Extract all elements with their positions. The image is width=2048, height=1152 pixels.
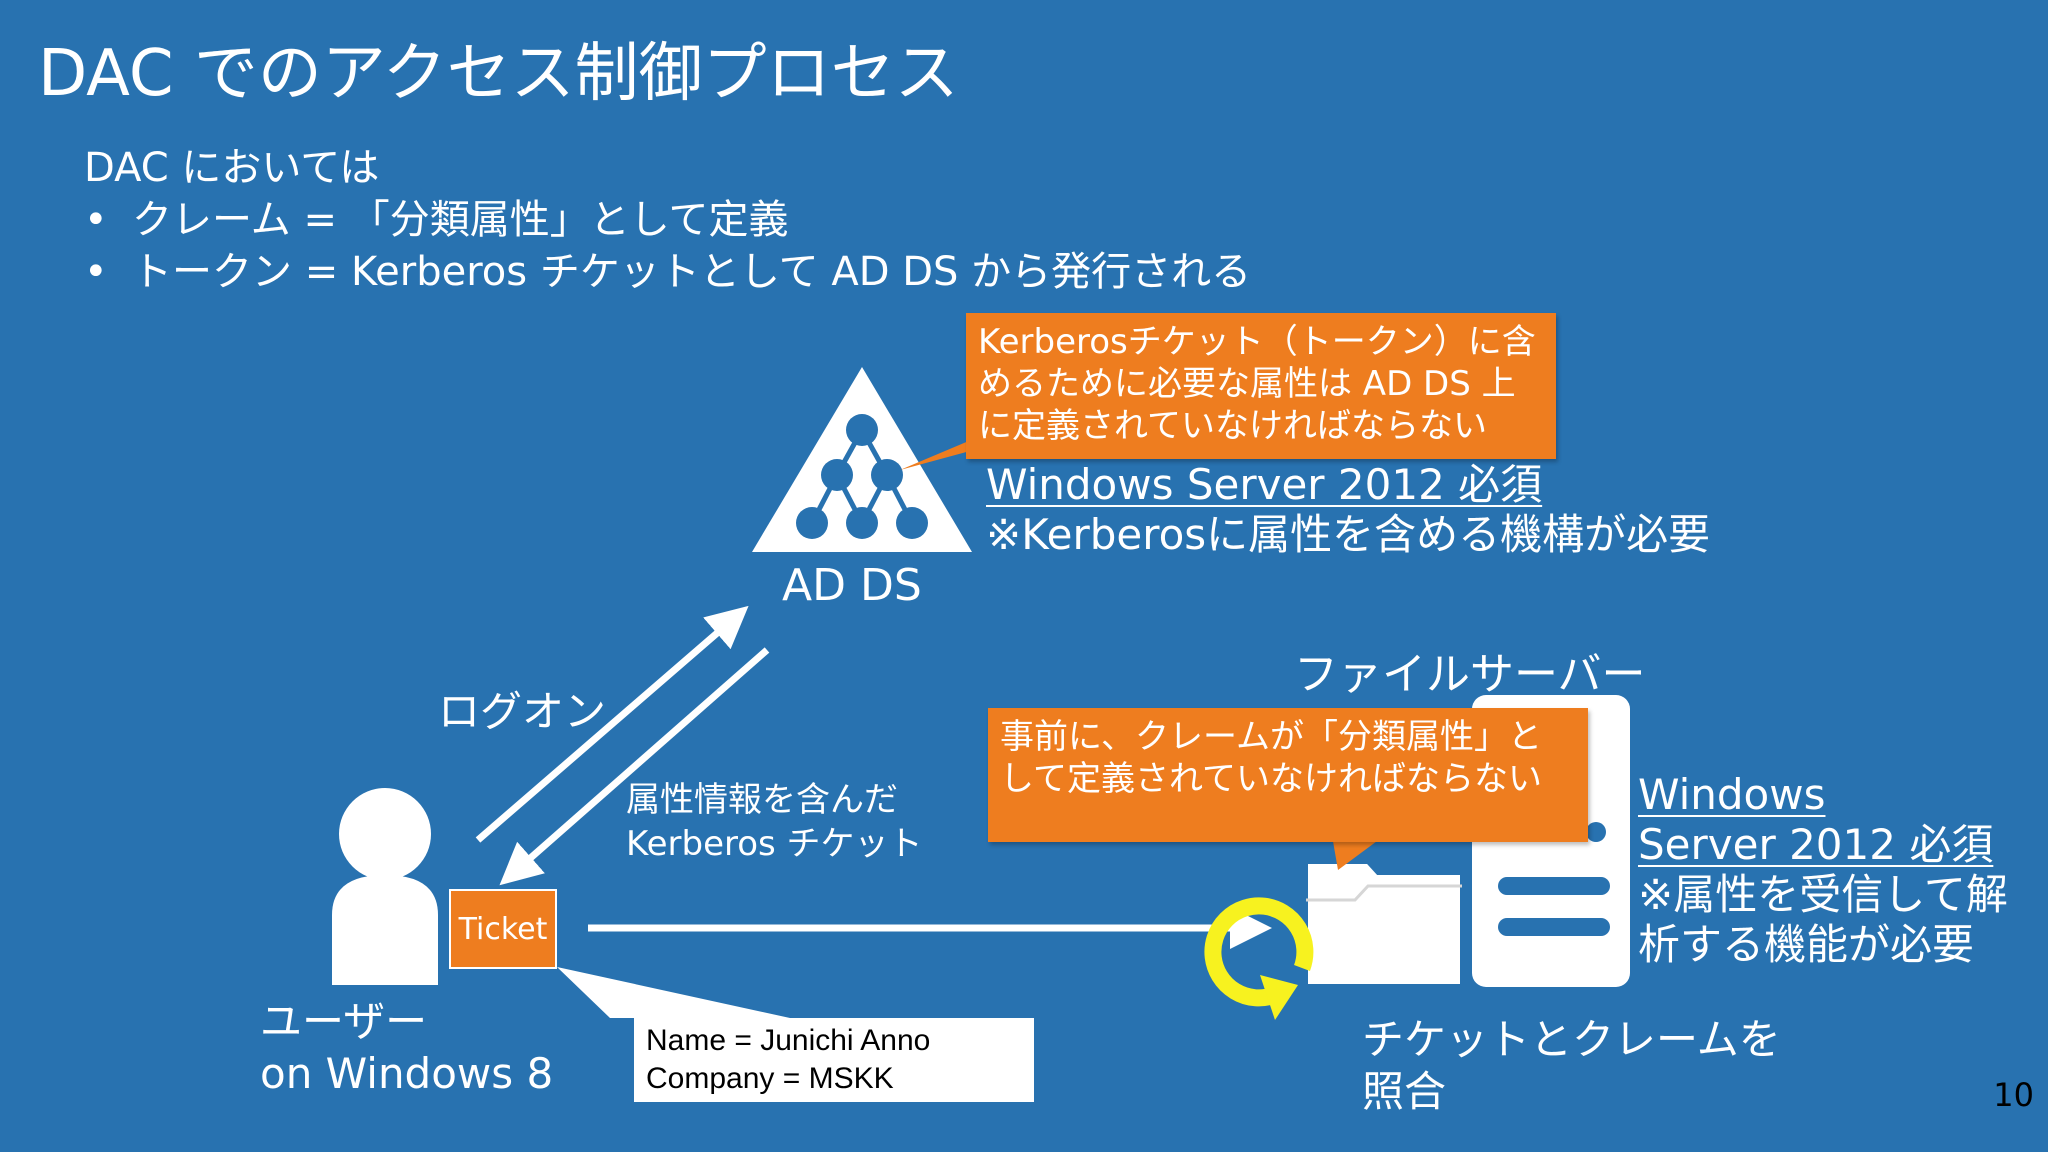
logon-label: ログオン xyxy=(438,687,607,736)
claims-box: Name = Junichi Anno Company = MSKK xyxy=(634,1018,1034,1102)
folder-icon xyxy=(1304,860,1464,988)
ticket-return-arrow xyxy=(499,647,770,886)
adds-label: AD DS xyxy=(782,560,922,611)
bullet-text: クレーム = 「分類属性」として定義 xyxy=(132,197,789,243)
callout-line: めるために必要な属性は AD DS 上 xyxy=(978,364,1516,404)
fileserver-detail-line2: 析する機能が必要 xyxy=(1638,920,1975,969)
adds-mechanism-note: ※Kerberosに属性を含める機構が必要 xyxy=(986,510,1711,559)
claim-name: Name = Junichi Anno xyxy=(646,1024,931,1057)
callout-line: に定義されていなければならない xyxy=(978,406,1487,446)
fileserver-note: Windows Server 2012 必須 ※属性を受信して解 析する機能が必… xyxy=(1638,770,2008,970)
bullet-text: トークン = Kerberos チケットとして AD DS から発行される xyxy=(132,249,1252,295)
intro-heading: DAC においては xyxy=(84,145,380,191)
intro-bullet-claim: •クレーム = 「分類属性」として定義 xyxy=(84,197,789,243)
ticket-desc-line1: 属性情報を含んだ xyxy=(626,780,898,820)
ticket-desc-line2: Kerberos チケット xyxy=(626,824,923,864)
user-label-line2: on Windows 8 xyxy=(260,1049,554,1098)
intro-text: DAC においては •クレーム = 「分類属性」として定義 •トークン = Ke… xyxy=(84,142,1251,298)
ticket-description: 属性情報を含んだ Kerberos チケット xyxy=(626,778,923,866)
claims-pointer xyxy=(557,967,790,1018)
fileserver-detail-line1: ※属性を受信して解 xyxy=(1638,870,2008,919)
fileserver-os-line1: Windows xyxy=(1638,770,1826,819)
fileserver-label: ファイルサーバー xyxy=(1294,649,1646,700)
fileserver-os-line2: Server 2012 必須 xyxy=(1638,820,1994,869)
user-label-line1: ユーザー xyxy=(260,997,428,1046)
adds-requirement-callout: Kerberosチケット（トークン）に含 めるために必要な属性は AD DS 上… xyxy=(966,313,1556,459)
callout-line: 事前に、クレームが「分類属性」と xyxy=(1000,717,1542,757)
claim-company: Company = MSKK xyxy=(646,1062,894,1095)
fileserver-requirement-callout: 事前に、クレームが「分類属性」と して定義されていなければならない xyxy=(988,708,1588,842)
callout-line: して定義されていなければならない xyxy=(1000,759,1542,799)
logon-arrow xyxy=(475,605,749,843)
adds-note: Windows Server 2012 必須 ※Kerberosに属性を含める機… xyxy=(986,460,1710,560)
match-label: チケットとクレームを 照合 xyxy=(1362,1014,1781,1118)
user-label: ユーザー on Windows 8 xyxy=(260,996,553,1100)
cycle-arrow-icon xyxy=(1204,897,1314,1020)
intro-bullet-token: •トークン = Kerberos チケットとして AD DS から発行される xyxy=(84,249,1252,295)
slide-title: DAC でのアクセス制御プロセス xyxy=(38,37,959,111)
ticket-badge: Ticket xyxy=(449,889,557,969)
match-label-line2: 照合 xyxy=(1362,1067,1447,1116)
match-label-line1: チケットとクレームを xyxy=(1362,1015,1781,1064)
user-icon xyxy=(332,788,438,985)
callout-line: Kerberosチケット（トークン）に含 xyxy=(978,322,1536,362)
page-number: 10 xyxy=(1993,1076,2034,1114)
adds-os-requirement: Windows Server 2012 必須 xyxy=(986,460,1543,509)
adds-pyramid-icon xyxy=(752,367,972,552)
